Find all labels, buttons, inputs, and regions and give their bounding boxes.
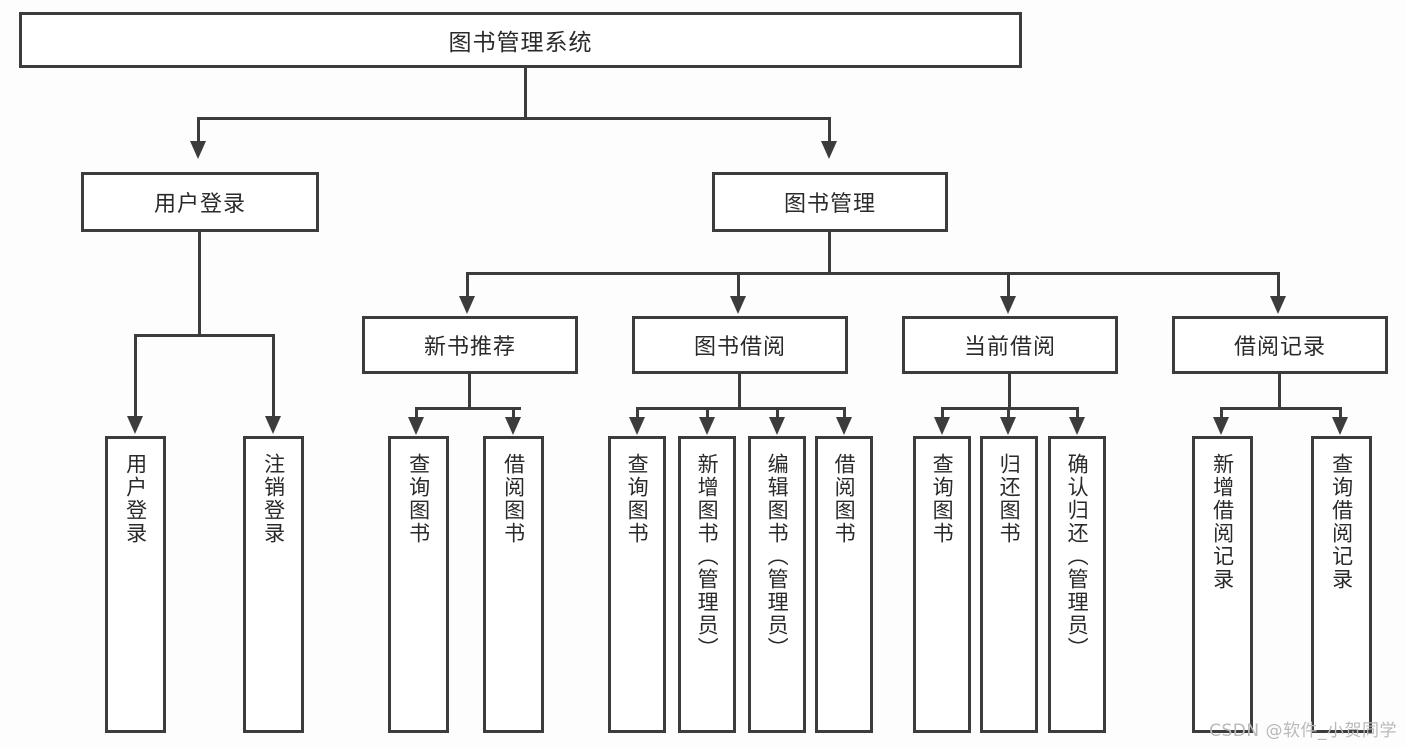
leaf-label: 借阅图书	[501, 453, 526, 545]
arrowhead-to-current-borrow	[1000, 296, 1016, 314]
arrowhead-borrowrecord-leaf-1	[1213, 417, 1229, 435]
node-root-system[interactable]: 图书管理系统	[19, 12, 1022, 68]
node-label: 图书管理系统	[448, 30, 593, 56]
leaf-label: 用户登录	[123, 453, 148, 545]
connector-newbook-drop-2	[512, 407, 515, 419]
connector-currentborrow-drop-2	[1007, 407, 1010, 419]
node-borrow-record[interactable]: 借阅记录	[1172, 316, 1388, 374]
connector-root-stem	[524, 68, 527, 118]
connector-root-drop-2	[828, 117, 831, 143]
connector-borrowrecord-drop-1	[1220, 407, 1223, 419]
connector-bookborrow-drop-1	[636, 407, 639, 419]
leaf-label: 借阅图书	[832, 453, 857, 545]
leaf-current-borrow-1[interactable]: 查询图书	[913, 436, 971, 733]
node-book-borrow[interactable]: 图书借阅	[632, 316, 848, 374]
connector-bookborrow-drop-3	[776, 407, 779, 419]
leaf-label: 查询图书	[930, 453, 955, 545]
connector-bookborrow-stem	[738, 374, 741, 409]
arrowhead-to-book-borrow	[730, 296, 746, 314]
arrowhead-currentborrow-leaf-2	[1000, 417, 1016, 435]
leaf-current-borrow-3[interactable]: 确认归还（管理员）	[1048, 436, 1106, 733]
arrowhead-to-new-book	[459, 296, 475, 314]
leaf-label: 归还图书	[997, 453, 1022, 545]
leaf-current-borrow-2[interactable]: 归还图书	[980, 436, 1038, 733]
connector-borrowrecord-stem	[1278, 374, 1281, 409]
connector-bookmanage-drop-3	[1007, 272, 1010, 298]
arrowhead-to-book-manage	[821, 141, 837, 159]
connector-userlogin-drop-1	[134, 334, 137, 418]
leaf-new-book-2[interactable]: 借阅图书	[483, 436, 544, 733]
leaf-new-book-1[interactable]: 查询图书	[388, 436, 449, 733]
leaf-book-borrow-3[interactable]: 编辑图书（管理员）	[748, 436, 806, 733]
arrowhead-newbook-leaf-2	[505, 417, 521, 435]
node-label: 新书推荐	[423, 335, 516, 360]
connector-newbook-bus	[415, 407, 521, 410]
node-book-manage[interactable]: 图书管理	[712, 172, 948, 232]
leaf-label: 确认归还（管理员）	[1065, 453, 1090, 660]
leaf-book-borrow-1[interactable]: 查询图书	[608, 436, 666, 733]
leaf-label: 注销登录	[261, 453, 286, 545]
node-label: 借阅记录	[1233, 335, 1326, 360]
watermark: CSDN @软件_小贺同学	[1209, 721, 1397, 741]
connector-bookmanage-stem	[828, 232, 831, 274]
connector-newbook-drop-1	[415, 407, 418, 419]
node-label: 用户登录	[153, 192, 246, 217]
arrowhead-bookborrow-leaf-4	[836, 417, 852, 435]
leaf-user-login-1[interactable]: 用户登录	[105, 436, 166, 733]
arrowhead-userlogin-leaf-2	[265, 416, 281, 434]
leaf-borrow-record-2[interactable]: 查询借阅记录	[1311, 436, 1372, 733]
leaf-label: 新增借阅记录	[1210, 453, 1235, 591]
connector-userlogin-bus	[134, 334, 275, 337]
node-label: 图书借阅	[693, 335, 786, 360]
leaf-label: 查询图书	[406, 453, 431, 545]
leaf-book-borrow-2[interactable]: 新增图书（管理员）	[678, 436, 736, 733]
arrowhead-bookborrow-leaf-1	[629, 417, 645, 435]
arrowhead-bookborrow-leaf-2	[699, 417, 715, 435]
node-label: 图书管理	[783, 192, 876, 217]
connector-currentborrow-drop-1	[941, 407, 944, 419]
connector-userlogin-stem	[198, 232, 201, 335]
arrowhead-to-user-login	[190, 141, 206, 159]
connector-borrowrecord-bus	[1220, 407, 1342, 410]
arrowhead-userlogin-leaf-1	[127, 416, 143, 434]
leaf-borrow-record-1[interactable]: 新增借阅记录	[1192, 436, 1253, 733]
node-current-borrow[interactable]: 当前借阅	[902, 316, 1118, 374]
node-user-login[interactable]: 用户登录	[81, 172, 319, 232]
connector-bookmanage-bus	[466, 272, 1280, 275]
arrowhead-borrowrecord-leaf-2	[1332, 417, 1348, 435]
connector-bookmanage-drop-2	[737, 272, 740, 298]
connector-bookborrow-drop-4	[843, 407, 846, 419]
arrowhead-currentborrow-leaf-1	[934, 417, 950, 435]
node-label: 当前借阅	[963, 335, 1056, 360]
connector-newbook-stem	[468, 374, 471, 409]
connector-root-bus	[197, 117, 831, 120]
leaf-label: 编辑图书（管理员）	[765, 453, 790, 660]
connector-bookmanage-drop-1	[466, 272, 469, 298]
connector-bookborrow-bus	[636, 407, 846, 410]
leaf-user-login-2[interactable]: 注销登录	[243, 436, 304, 733]
connector-borrowrecord-drop-2	[1339, 407, 1342, 419]
connector-root-drop-1	[197, 117, 200, 143]
connector-bookborrow-drop-2	[706, 407, 709, 419]
leaf-label: 新增图书（管理员）	[695, 453, 720, 660]
arrowhead-currentborrow-leaf-3	[1069, 417, 1085, 435]
leaf-book-borrow-4[interactable]: 借阅图书	[815, 436, 873, 733]
arrowhead-to-borrow-record	[1270, 296, 1286, 314]
leaf-label: 查询图书	[625, 453, 650, 545]
connector-userlogin-drop-2	[272, 334, 275, 418]
connector-currentborrow-stem	[1008, 374, 1011, 409]
leaf-label: 查询借阅记录	[1329, 453, 1354, 591]
connector-bookmanage-drop-4	[1277, 272, 1280, 298]
connector-currentborrow-drop-3	[1076, 407, 1079, 419]
node-new-book-recommend[interactable]: 新书推荐	[362, 316, 578, 374]
arrowhead-bookborrow-leaf-3	[769, 417, 785, 435]
arrowhead-newbook-leaf-1	[408, 417, 424, 435]
